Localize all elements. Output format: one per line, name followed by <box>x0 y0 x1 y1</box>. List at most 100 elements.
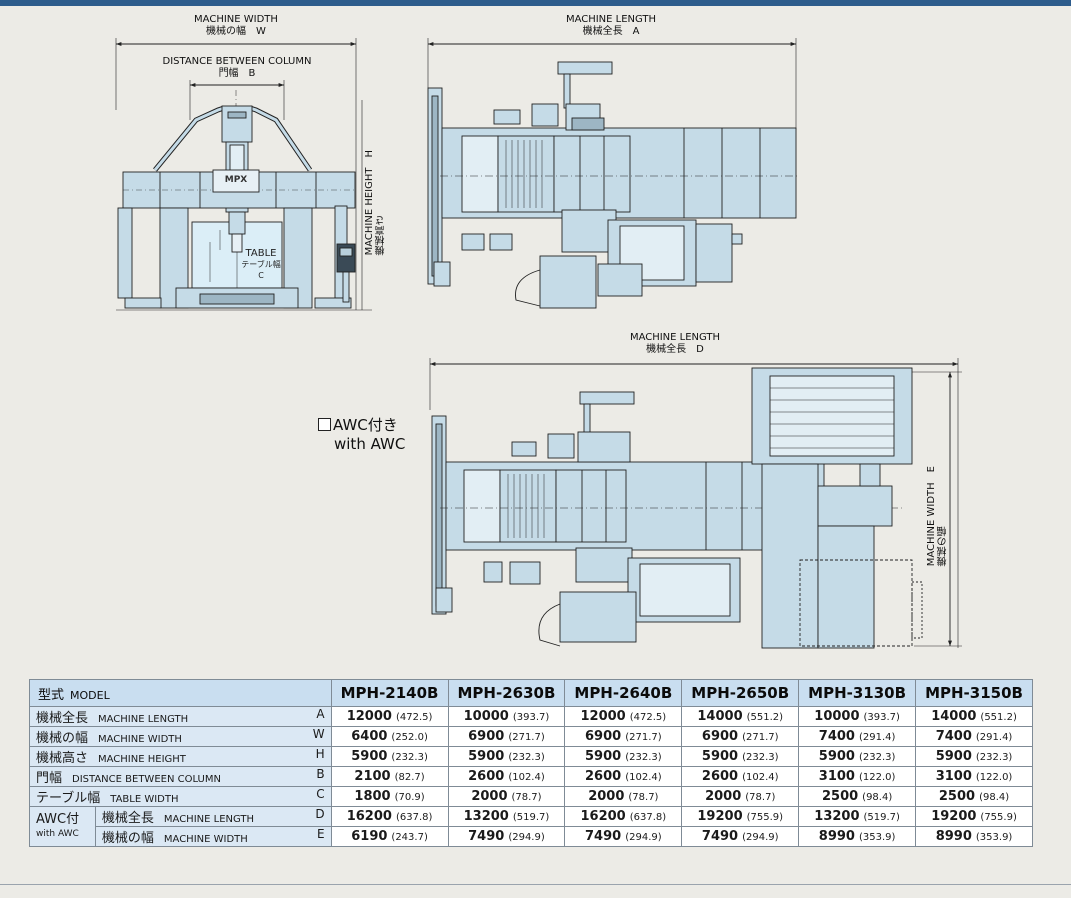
value-inch: (271.7) <box>742 732 779 743</box>
value-inch: (102.4) <box>742 772 779 783</box>
label-jp: 門幅 <box>36 771 63 786</box>
label-key: C <box>316 787 325 801</box>
value-mm: 2600 <box>701 769 739 784</box>
label-key: D <box>315 807 325 821</box>
value-inch: (98.4) <box>862 792 893 803</box>
spec-value-cell: 13200(519.7) <box>798 806 917 827</box>
label-jp: 機械全長 <box>101 811 154 826</box>
value-mm: 2500 <box>821 789 859 804</box>
value-mm: 14000 <box>697 709 743 724</box>
spec-value-cell: 2000(78.7) <box>447 786 566 807</box>
label-jp: 機械の幅 <box>36 731 89 746</box>
value-inch: (78.7) <box>628 792 659 803</box>
spec-value-cell: 2500(98.4) <box>798 786 917 807</box>
value-inch: (122.0) <box>858 772 896 783</box>
value-inch: (472.5) <box>629 712 667 723</box>
value-mm: 10000 <box>463 709 509 724</box>
spec-value-cell: 2000(78.7) <box>681 786 800 807</box>
value-inch: (70.9) <box>394 792 425 803</box>
value-mm: 12000 <box>580 709 626 724</box>
spec-value-cell: 2100(82.7) <box>330 766 449 787</box>
value-mm: 2000 <box>705 789 742 804</box>
awc-view-drawing <box>429 358 962 649</box>
distance-between-column-label: DISTANCE BETWEEN COLUMN 門幅 B <box>162 56 312 79</box>
spec-value-cell: 6900(271.7) <box>564 726 683 747</box>
value-mm: 2000 <box>471 789 508 804</box>
value-mm: 13200 <box>463 809 509 824</box>
spec-value-cell: 10000(393.7) <box>447 706 566 727</box>
spec-value-cell: 2500(98.4) <box>915 786 1033 807</box>
value-inch: (637.8) <box>395 812 433 823</box>
spec-value-cell: 5900(232.3) <box>681 746 800 767</box>
value-inch: (232.3) <box>625 752 662 763</box>
spec-value-cell: 8990(353.9) <box>915 826 1033 847</box>
value-mm: 7490 <box>468 829 505 844</box>
label-key: E <box>317 827 325 841</box>
value-mm: 2600 <box>468 769 505 784</box>
model-col-5: MPH-3130B <box>798 679 917 707</box>
checkbox-square-icon <box>318 418 331 431</box>
value-inch: (393.7) <box>512 712 550 723</box>
label-jp: 機械全長 <box>36 711 89 726</box>
value-mm: 6900 <box>701 729 739 744</box>
value-inch: (291.4) <box>975 732 1013 743</box>
spec-value-cell: 2600(102.4) <box>681 766 800 787</box>
value-inch: (294.9) <box>742 832 779 843</box>
value-mm: 3100 <box>935 769 972 784</box>
model-col-4: MPH-2650B <box>681 679 800 707</box>
value-mm: 2100 <box>354 769 391 784</box>
front-view-drawing <box>115 38 372 311</box>
value-inch: (232.3) <box>742 752 779 763</box>
spec-value-cell: 10000(393.7) <box>798 706 917 727</box>
spec-value-cell: 7490(294.9) <box>681 826 800 847</box>
value-inch: (294.9) <box>508 832 545 843</box>
table-dimension-marks <box>209 230 221 282</box>
model-col-3: MPH-2640B <box>564 679 683 707</box>
value-mm: 6900 <box>585 729 622 744</box>
value-inch: (271.7) <box>508 732 545 743</box>
value-inch: (353.9) <box>975 832 1013 843</box>
value-mm: 2500 <box>938 789 976 804</box>
label-en: MACHINE LENGTH <box>163 814 255 825</box>
value-inch: (294.9) <box>625 832 662 843</box>
value-mm: 5900 <box>701 749 739 764</box>
value-inch: (353.9) <box>858 832 896 843</box>
value-mm: 12000 <box>346 709 392 724</box>
spec-value-cell: 7490(294.9) <box>564 826 683 847</box>
model-col-2: MPH-2630B <box>447 679 566 707</box>
spec-value-cell: 6900(271.7) <box>681 726 800 747</box>
value-inch: (755.9) <box>746 812 784 823</box>
value-mm: 10000 <box>814 709 860 724</box>
spec-value-cell: 1800(70.9) <box>330 786 449 807</box>
value-mm: 2600 <box>585 769 622 784</box>
label-jp: テーブル幅 <box>36 791 101 806</box>
value-inch: (252.0) <box>391 732 428 743</box>
spec-value-cell: 5900(232.3) <box>330 746 449 767</box>
value-mm: 5900 <box>585 749 622 764</box>
top-bar <box>0 0 1071 6</box>
value-inch: (271.7) <box>625 732 662 743</box>
machine-length-d-label: MACHINE LENGTH 機械全長 D <box>629 332 721 355</box>
spec-value-cell: 7400(291.4) <box>798 726 917 747</box>
value-mm: 5900 <box>351 749 388 764</box>
machine-width-label: MACHINE WIDTH 機械の幅 W <box>194 14 278 37</box>
spec-value-cell: 6400(252.0) <box>330 726 449 747</box>
value-inch: (519.7) <box>863 812 900 823</box>
value-inch: (232.3) <box>975 752 1013 763</box>
label-en: MACHINE HEIGHT <box>98 754 186 765</box>
drawing-canvas <box>115 38 962 649</box>
value-inch: (393.7) <box>863 712 900 723</box>
value-inch: (122.0) <box>975 772 1013 783</box>
label-jp: 機械の幅 <box>101 831 154 846</box>
